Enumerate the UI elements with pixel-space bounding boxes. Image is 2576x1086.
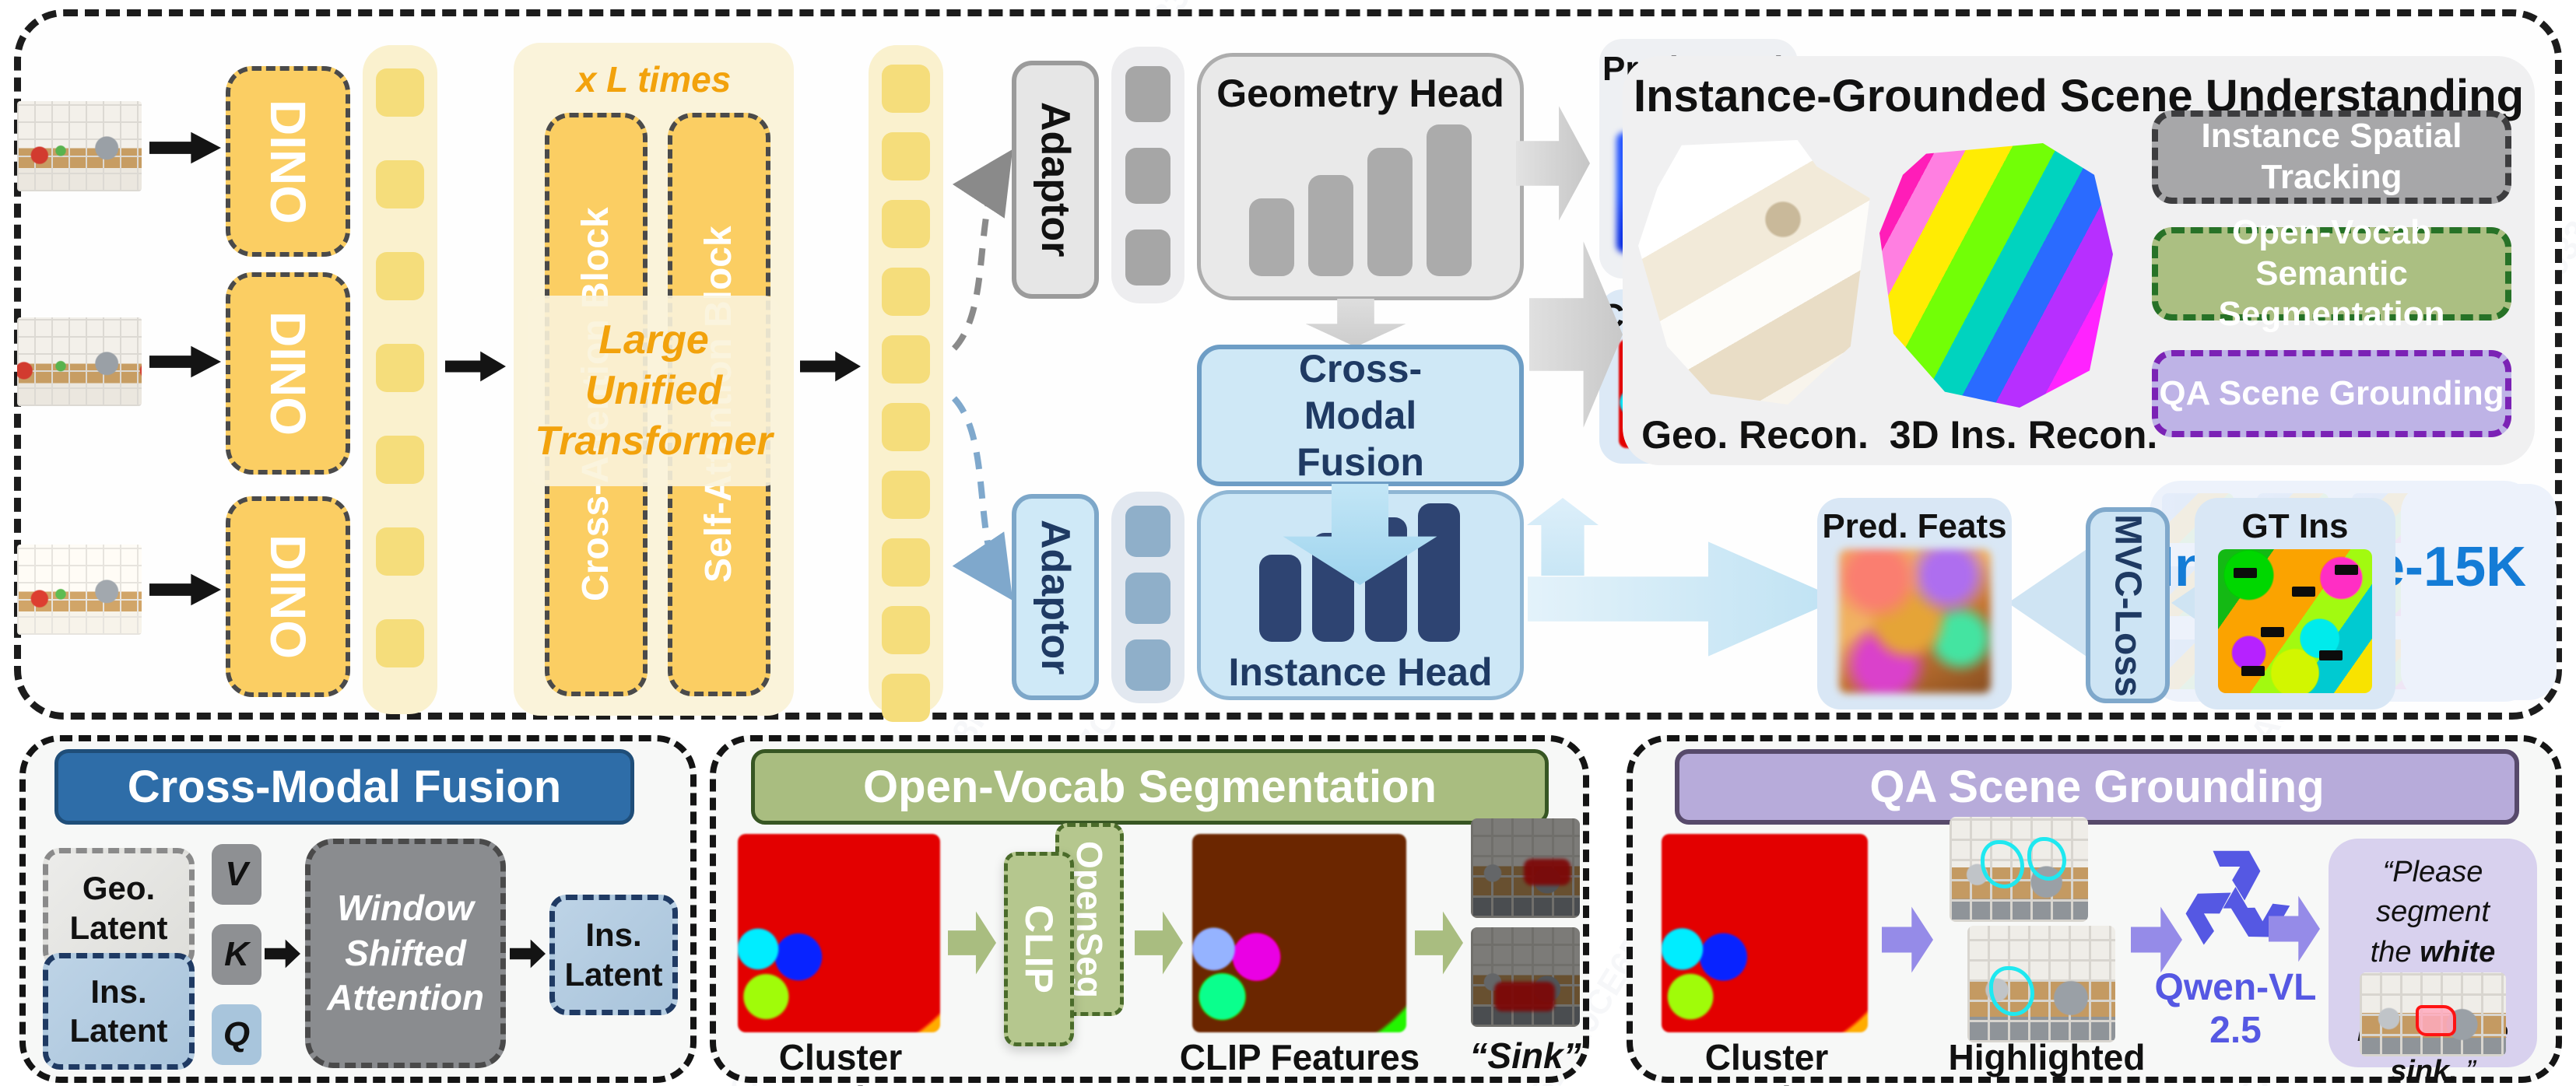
openvocab-box-title: Open-Vocab Segmentation xyxy=(863,762,1437,812)
dino-label: DINO xyxy=(260,99,316,224)
qa-answer-bubble: “Please segment the white backet near to… xyxy=(2329,839,2537,1086)
highlighted-instance-image-1 xyxy=(1950,817,2088,922)
dino-label: DINO xyxy=(260,311,316,436)
ins-recon-label: 3D Ins. Recon. xyxy=(1889,413,2158,457)
adaptor-top-label: Adaptor xyxy=(1033,102,1078,257)
v-label: V xyxy=(225,855,248,893)
qa-cluster-masks-image xyxy=(1662,834,1868,1032)
mvc-loss-label: MVC-Loss xyxy=(2107,513,2149,697)
input-image-1 xyxy=(17,101,142,191)
clip-encoder: CLIP xyxy=(1004,852,1074,1046)
cross-modal-fusion-label: Cross-Modal Fusion xyxy=(1297,347,1424,484)
ins-latent-in-label: Ins. Latent xyxy=(69,972,168,1049)
dino-encoder-2: DINO xyxy=(226,272,350,475)
cross-modal-fusion-block: Cross-Modal Fusion xyxy=(1197,345,1524,486)
qa-box-header: QA Scene Grounding xyxy=(1675,749,2519,825)
gt-ins-masks-box: GT Ins Masks xyxy=(2195,498,2395,709)
badge-qa-label: QA Scene Grounding xyxy=(2159,374,2504,412)
query-token: Q xyxy=(212,1004,261,1065)
output-token-column xyxy=(869,45,943,722)
dino-encoder-3: DINO xyxy=(226,496,350,697)
pred-feats-box: Pred. Feats xyxy=(1817,498,2012,709)
instance-head: Instance Head xyxy=(1197,490,1524,700)
input-image-3 xyxy=(17,545,142,635)
openvocab-cluster-masks-label: Cluster Masks xyxy=(778,1037,903,1086)
scene-understanding-panel: Instance-Grounded Scene Understanding Ge… xyxy=(1623,56,2535,465)
x-l-times-label: x L times xyxy=(576,59,732,100)
geo-latent-label: Geo. Latent xyxy=(69,870,168,946)
badge-open-vocab-segmentation: Open-Vocab Semantic Segmentation xyxy=(2152,213,2511,333)
instance-adaptor: Adaptor xyxy=(1012,494,1099,700)
fusion-box-header: Cross-Modal Fusion xyxy=(54,749,634,825)
ins-latent-in-block: Ins. Latent xyxy=(43,953,195,1070)
sink-label: “Sink” xyxy=(1469,1035,1581,1076)
qa-box-title: QA Scene Grounding xyxy=(1869,762,2325,812)
fusion-box-title: Cross-Modal Fusion xyxy=(127,762,562,812)
qa-cluster-masks-label: Cluster Masks xyxy=(1704,1037,1829,1086)
geo-recon-pointcloud xyxy=(1638,140,1870,405)
transformer-label: Large Unified Transformer xyxy=(535,317,773,464)
instance-head-label: Instance Head xyxy=(1228,650,1493,694)
geo-latent-block: Geo. Latent xyxy=(43,848,195,969)
clip-features-label: CLIP Features xyxy=(1179,1037,1420,1077)
input-image-2 xyxy=(17,317,142,406)
key-token: K xyxy=(212,924,261,985)
pred-feats-label: Pred. Feats xyxy=(1822,507,2007,545)
qwen-logo-icon xyxy=(2185,850,2290,945)
instance-bar xyxy=(1259,555,1301,642)
sink-query-image-1 xyxy=(1471,818,1580,918)
geometry-bar xyxy=(1308,175,1353,276)
ins-latent-out-block: Ins. Latent xyxy=(549,895,678,1015)
instance-token-column xyxy=(1111,492,1184,703)
mvc-loss-block: MVC-Loss xyxy=(2086,507,2170,703)
badge-qa-scene-grounding: QA Scene Grounding xyxy=(2152,350,2511,437)
geometry-bar xyxy=(1427,124,1472,276)
geometry-adaptor: Adaptor xyxy=(1012,61,1099,299)
dino-label: DINO xyxy=(260,534,316,659)
sink-query-image-2 xyxy=(1471,927,1580,1027)
dino-encoder-1: DINO xyxy=(226,66,350,257)
openvocab-cluster-masks-image xyxy=(738,834,940,1032)
qa-answer-image xyxy=(2360,972,2506,1056)
instance-bar xyxy=(1418,503,1460,642)
geometry-head: Geometry Head xyxy=(1197,53,1524,300)
geometry-token-column xyxy=(1111,47,1184,303)
value-token: V xyxy=(212,844,261,905)
badge-tracking-label: Instance Spatial Tracking xyxy=(2201,117,2462,196)
insscene-panel-right xyxy=(2401,484,2557,700)
geometry-bar xyxy=(1249,198,1294,276)
badge-instance-spatial-tracking: Instance Spatial Tracking xyxy=(2152,110,2511,204)
geometry-head-label: Geometry Head xyxy=(1216,72,1504,115)
clip-label: CLIP xyxy=(1017,905,1061,993)
window-shifted-attention-block: Window Shifted Attention xyxy=(305,839,506,1068)
attention-label: Window Shifted Attention xyxy=(327,888,484,1018)
openvocab-box-header: Open-Vocab Segmentation xyxy=(751,749,1549,825)
geo-recon-label: Geo. Recon. xyxy=(1641,413,1869,457)
badge-openvocab-label: Open-Vocab Semantic Segmentation xyxy=(2218,212,2445,334)
input-token-column xyxy=(363,45,437,714)
openseg-label: OpenSeg xyxy=(1069,841,1110,998)
clip-features-image xyxy=(1192,834,1406,1032)
geometry-bar xyxy=(1367,148,1413,276)
quote-line-1: “Please segment xyxy=(2376,856,2490,929)
highlighted-instance-image-2 xyxy=(1967,926,2115,1042)
k-label: K xyxy=(224,935,249,973)
ins-recon-pointcloud xyxy=(1879,143,2113,408)
ins-latent-out-label: Ins. Latent xyxy=(564,916,663,993)
transformer-overlay-label: Large Unified Transformer xyxy=(528,296,780,486)
highlighted-ins-label: Highlighted Ins. xyxy=(1948,1037,2146,1086)
qwen-label: Qwen-VL 2.5 xyxy=(2154,967,2317,1051)
adaptor-bottom-label: Adaptor xyxy=(1033,519,1078,675)
q-label: Q xyxy=(223,1015,251,1053)
